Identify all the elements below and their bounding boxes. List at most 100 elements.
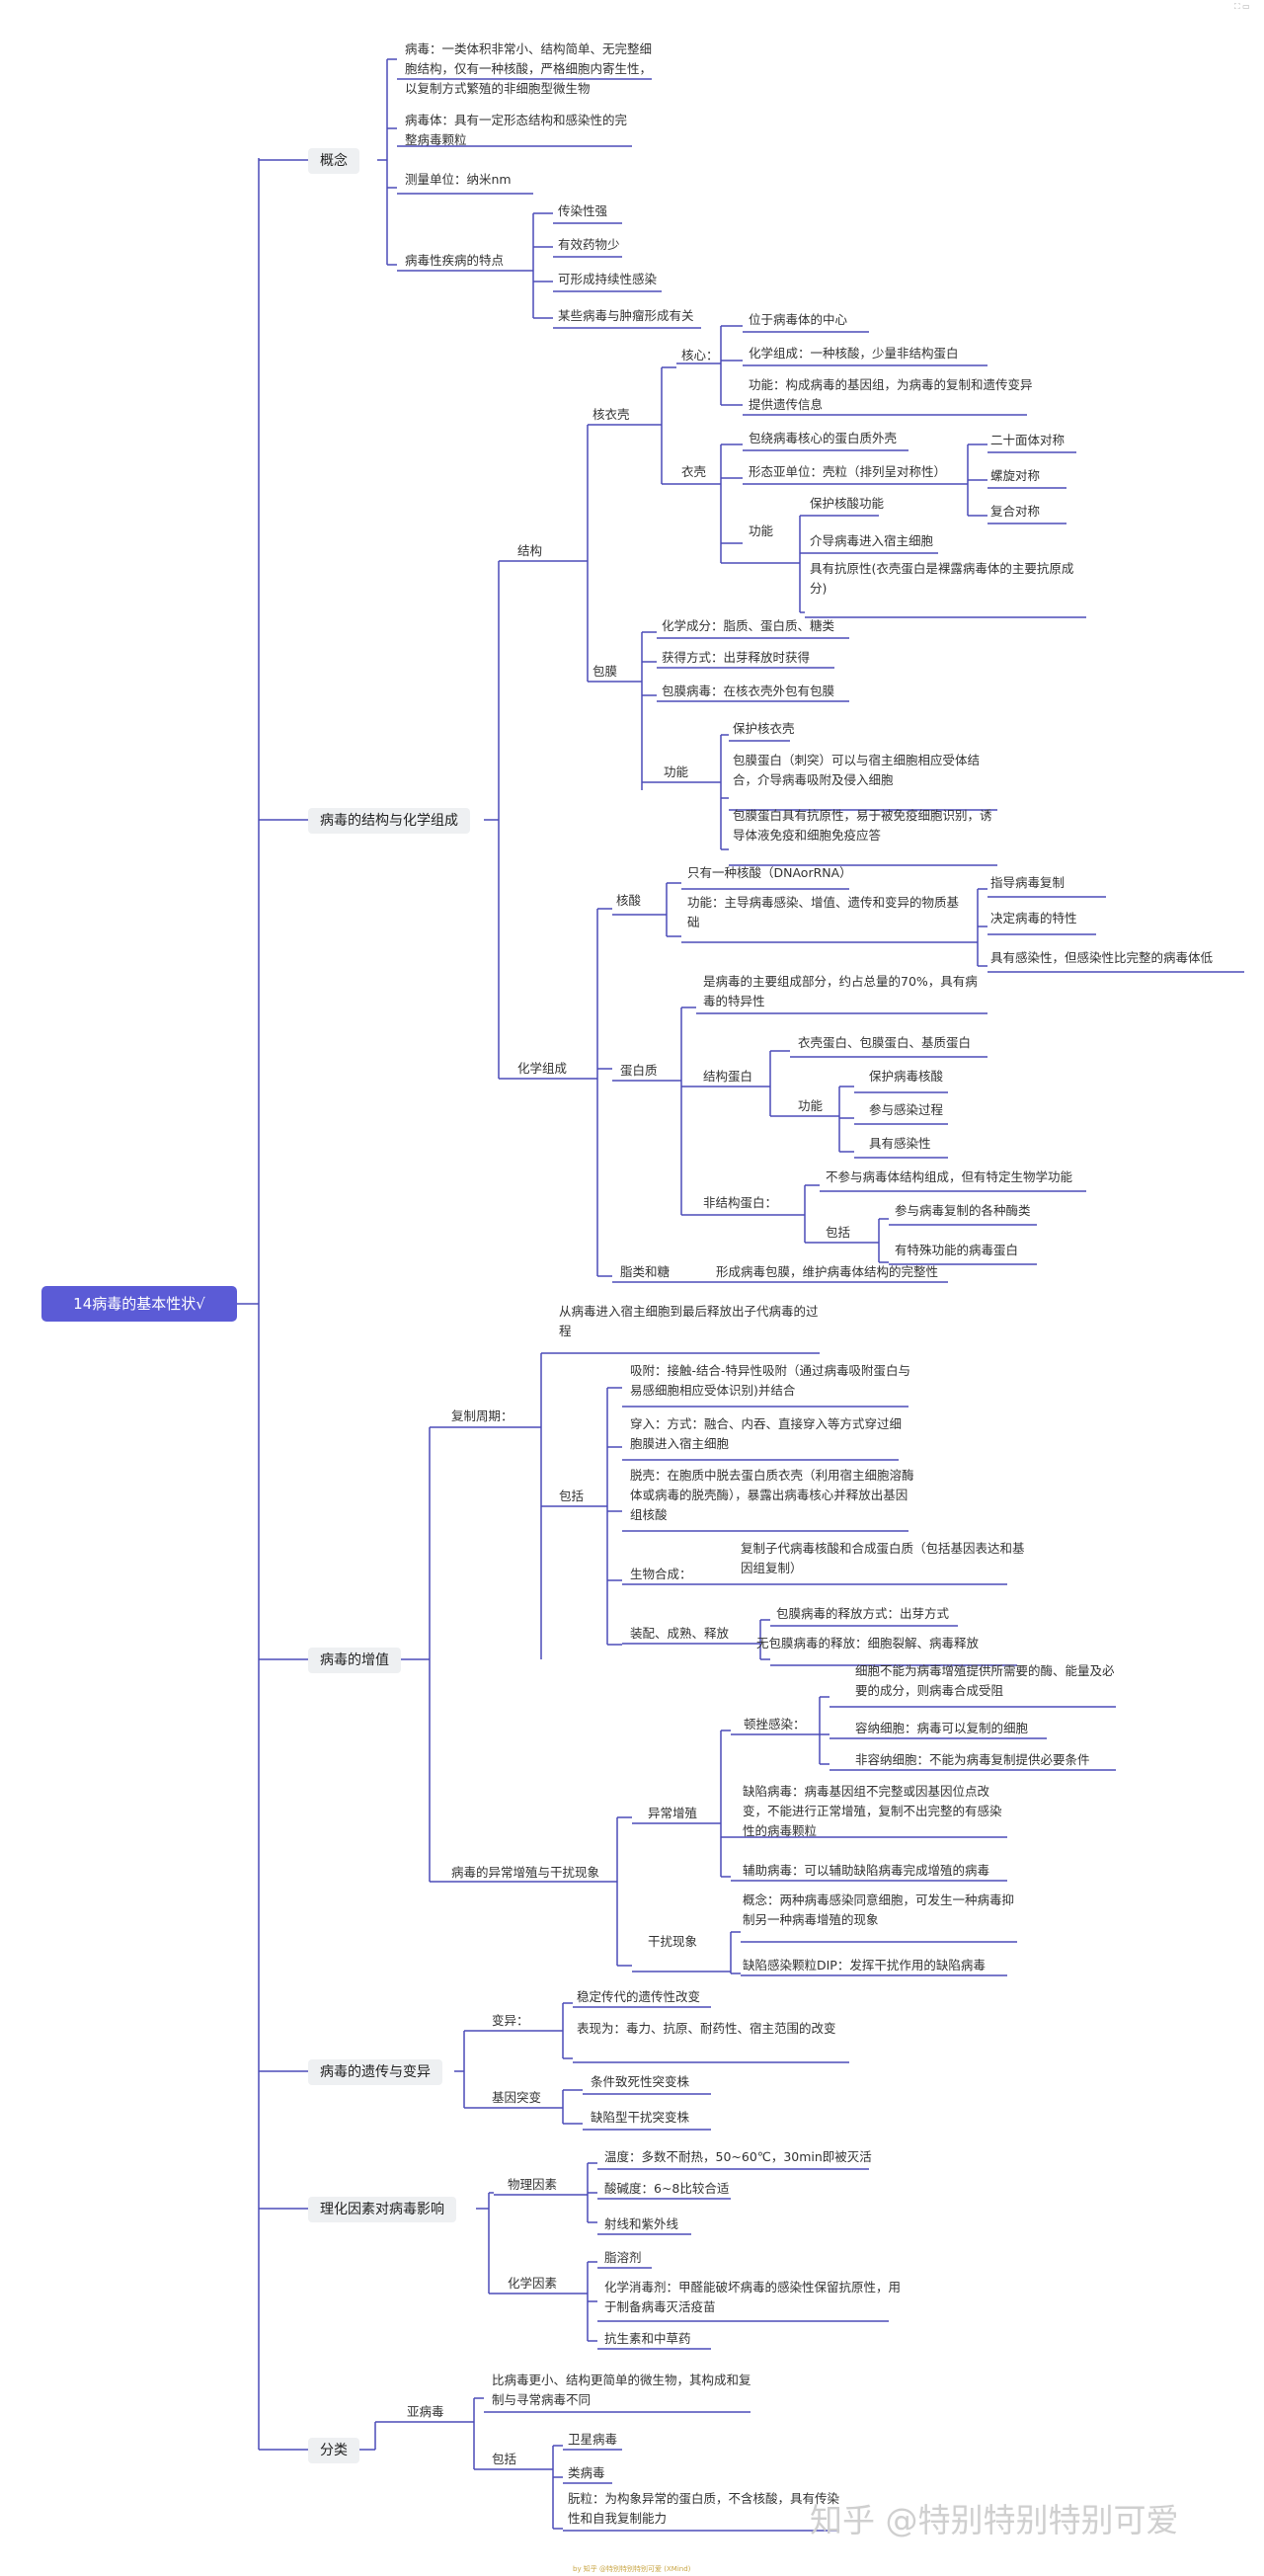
node-sym2[interactable]: 螺旋对称 xyxy=(990,468,1041,483)
node-naf1[interactable]: 指导病毒复制 xyxy=(990,875,1066,890)
node-env2[interactable]: 获得方式：出芽释放时获得 xyxy=(662,650,811,665)
node-abnormal-interference[interactable]: 病毒的异常增殖与干扰现象 xyxy=(451,1865,600,1880)
node-prion[interactable]: 朊粒：为构象异常的蛋白质，不含核酸，具有传染性和自我复制能力 xyxy=(568,2491,840,2526)
node-naf3[interactable]: 具有感染性，但感染性比完整的病毒体低 xyxy=(990,950,1214,965)
branch-replication[interactable]: 病毒的增值 xyxy=(308,1648,401,1673)
node-chemical-factors[interactable]: 化学因素 xyxy=(508,2276,558,2291)
node-ph1[interactable]: 温度：多数不耐热，50~60℃，30min即被灭活 xyxy=(604,2149,872,2164)
node-np1[interactable]: 容纳细胞：病毒可以复制的细胞 xyxy=(855,1721,1029,1735)
node-ef1[interactable]: 保护核衣壳 xyxy=(733,721,795,736)
node-d4[interactable]: 某些病毒与肿瘤形成有关 xyxy=(558,308,694,323)
node-nucleocapsid[interactable]: 核衣壳 xyxy=(592,407,630,422)
node-capsid[interactable]: 衣壳 xyxy=(681,464,707,479)
node-core2[interactable]: 化学组成：一种核酸，少量非结构蛋白 xyxy=(749,346,959,361)
node-ef3[interactable]: 包膜蛋白具有抗原性，易于被免疫细胞识别，诱导体液免疫和细胞免疫应答 xyxy=(733,808,992,843)
node-replication-cycle[interactable]: 复制周期： xyxy=(451,1409,514,1423)
branch-classification[interactable]: 分类 xyxy=(308,2438,359,2463)
node-step-penetration[interactable]: 穿入：方式：融合、内吞、直接穿入等方式穿过细胞膜进入宿主细胞 xyxy=(630,1416,903,1451)
node-lipid-sugar[interactable]: 脂类和糖 xyxy=(620,1264,671,1279)
node-naf2[interactable]: 决定病毒的特性 xyxy=(990,911,1077,926)
node-na2[interactable]: 功能：主导病毒感染、增值、遗传和变异的物质基础 xyxy=(687,895,960,929)
node-variation[interactable]: 变异： xyxy=(492,2013,529,2028)
node-sym1[interactable]: 二十面体对称 xyxy=(990,433,1066,447)
node-interference[interactable]: 干扰现象 xyxy=(648,1934,698,1949)
node-cf2[interactable]: 介导病毒进入宿主细胞 xyxy=(810,533,934,548)
node-cf1[interactable]: 保护核酸功能 xyxy=(810,496,885,511)
node-ch3[interactable]: 抗生素和中草药 xyxy=(604,2331,691,2346)
node-cycle-include[interactable]: 包括 xyxy=(559,1489,585,1503)
node-s5b[interactable]: 无包膜病毒的释放：细胞裂解、病毒释放 xyxy=(756,1636,980,1650)
node-envelope-function[interactable]: 功能 xyxy=(664,765,689,779)
branch-structure-chemistry[interactable]: 病毒的结构与化学组成 xyxy=(308,808,470,834)
node-subviral[interactable]: 亚病毒 xyxy=(407,2404,444,2419)
node-virus-definition[interactable]: 病毒：一类体积非常小、结构简单、无完整细胞结构，仅有一种核酸，严格细胞内寄生性，… xyxy=(405,41,653,96)
node-subviral-include[interactable]: 包括 xyxy=(492,2452,517,2466)
node-defective-virus[interactable]: 缺陷病毒：病毒基因组不完整或因基因位点改变，不能进行正常增殖，复制不出完整的有感… xyxy=(743,1784,1002,1838)
node-np0[interactable]: 细胞不能为病毒增殖提供所需要的酶、能量及必要的成分，则病毒合成受阻 xyxy=(855,1663,1115,1698)
node-physical-factors[interactable]: 物理因素 xyxy=(508,2177,558,2192)
node-cap1[interactable]: 包绕病毒核心的蛋白质外壳 xyxy=(749,431,898,445)
node-structure[interactable]: 结构 xyxy=(517,543,543,558)
node-if2[interactable]: 缺陷感染颗粒DIP：发挥干扰作用的缺陷病毒 xyxy=(743,1958,986,1972)
node-abnormal-replication[interactable]: 异常增殖 xyxy=(648,1806,698,1820)
node-nucleic-acid[interactable]: 核酸 xyxy=(616,893,642,908)
node-nsp1[interactable]: 不参与病毒体结构组成，但有特定生物学功能 xyxy=(826,1169,1073,1184)
node-chemical-composition[interactable]: 化学组成 xyxy=(517,1061,568,1076)
node-spf2[interactable]: 参与感染过程 xyxy=(869,1102,944,1117)
node-nonpermissive[interactable]: 顿挫感染： xyxy=(744,1717,806,1731)
node-core1[interactable]: 位于病毒体的中心 xyxy=(749,312,848,327)
node-satellite-virus[interactable]: 卫星病毒 xyxy=(568,2432,618,2447)
node-core[interactable]: 核心： xyxy=(681,348,719,362)
node-cycle-definition[interactable]: 从病毒进入宿主细胞到最后释放出子代病毒的过程 xyxy=(559,1304,819,1338)
node-ch2[interactable]: 化学消毒剂：甲醛能破坏病毒的感染性保留抗原性，用于制备病毒灭活疫苗 xyxy=(604,2280,902,2314)
node-capsid-function[interactable]: 功能 xyxy=(749,523,774,538)
branch-concept[interactable]: 概念 xyxy=(308,148,359,174)
node-step-uncoating[interactable]: 脱壳：在胞质中脱去蛋白质衣壳（利用宿主细胞溶酶体或病毒的脱壳酶），暴露出病毒核心… xyxy=(630,1468,914,1522)
node-nsp-include[interactable]: 包括 xyxy=(826,1225,851,1240)
node-d1[interactable]: 传染性强 xyxy=(558,203,608,218)
node-helper-virus[interactable]: 辅助病毒：可以辅助缺陷病毒完成增殖的病毒 xyxy=(743,1863,990,1878)
branch-genetics-variation[interactable]: 病毒的遗传与变异 xyxy=(308,2059,442,2085)
node-protein[interactable]: 蛋白质 xyxy=(620,1063,658,1078)
node-measure-unit[interactable]: 测量单位：纳米nm xyxy=(405,172,512,187)
node-if1[interactable]: 概念：两种病毒感染同意细胞，可发生一种病毒抑制另一种病毒增殖的现象 xyxy=(743,1892,1015,1927)
node-d3[interactable]: 可形成持续性感染 xyxy=(558,272,658,286)
node-structural-protein[interactable]: 结构蛋白 xyxy=(703,1069,753,1084)
node-mut1[interactable]: 条件致死性突变株 xyxy=(591,2074,690,2089)
node-sp1[interactable]: 衣壳蛋白、包膜蛋白、基质蛋白 xyxy=(798,1035,972,1050)
node-step-assembly[interactable]: 装配、成熟、释放 xyxy=(630,1626,730,1641)
node-s5a[interactable]: 包膜病毒的释放方式：出芽方式 xyxy=(776,1606,950,1621)
node-viroid[interactable]: 类病毒 xyxy=(568,2465,605,2480)
node-nonstructural-protein[interactable]: 非结构蛋白： xyxy=(703,1195,778,1210)
node-cf3[interactable]: 具有抗原性(衣壳蛋白是裸露病毒体的主要抗原成分) xyxy=(810,561,1074,596)
branch-physical-chemical[interactable]: 理化因素对病毒影响 xyxy=(308,2197,456,2222)
node-nspi1[interactable]: 参与病毒复制的各种酶类 xyxy=(895,1203,1031,1218)
node-d2[interactable]: 有效药物少 xyxy=(558,237,620,252)
node-spf3[interactable]: 具有感染性 xyxy=(869,1136,931,1151)
node-envelope[interactable]: 包膜 xyxy=(592,664,618,679)
node-na1[interactable]: 只有一种核酸（DNAorRNA） xyxy=(687,865,852,880)
node-virion-definition[interactable]: 病毒体：具有一定形态结构和感染性的完整病毒颗粒 xyxy=(405,113,628,147)
node-cap2[interactable]: 形态亚单位：壳粒（排列呈对称性） xyxy=(749,464,947,479)
node-viral-disease-features[interactable]: 病毒性疾病的特点 xyxy=(405,253,505,268)
node-ph2[interactable]: 酸碱度：6~8比较合适 xyxy=(604,2181,730,2196)
node-sub1[interactable]: 比病毒更小、结构更简单的微生物，其构成和复制与寻常病毒不同 xyxy=(492,2373,751,2407)
node-step-adsorption[interactable]: 吸附：接触-结合-特异性吸附（通过病毒吸附蛋白与易感细胞相应受体识别)并结合 xyxy=(630,1363,911,1398)
node-nspi2[interactable]: 有特殊功能的病毒蛋白 xyxy=(895,1243,1019,1257)
node-step-biosynthesis[interactable]: 生物合成： xyxy=(630,1567,692,1581)
node-env1[interactable]: 化学成分：脂质、蛋白质、糖类 xyxy=(662,618,835,633)
node-gene-mutation[interactable]: 基因突变 xyxy=(492,2090,542,2105)
node-ef2[interactable]: 包膜蛋白（刺突）可以与宿主细胞相应受体结合，介导病毒吸附及侵入细胞 xyxy=(733,753,981,787)
node-sp-function[interactable]: 功能 xyxy=(798,1098,824,1113)
node-var1[interactable]: 稳定传代的遗传性改变 xyxy=(577,1989,701,2004)
node-sym3[interactable]: 复合对称 xyxy=(990,504,1041,519)
node-lipid1[interactable]: 形成病毒包膜，维护病毒体结构的完整性 xyxy=(716,1264,939,1279)
node-mut2[interactable]: 缺陷型干扰突变株 xyxy=(591,2110,690,2125)
node-ph3[interactable]: 射线和紫外线 xyxy=(604,2216,679,2231)
node-spf1[interactable]: 保护病毒核酸 xyxy=(869,1069,944,1084)
node-core3[interactable]: 功能：构成病毒的基因组，为病毒的复制和遗传变异提供遗传信息 xyxy=(749,377,1033,412)
node-var2[interactable]: 表现为：毒力、抗原、耐药性、宿主范围的改变 xyxy=(577,2021,836,2036)
node-ch1[interactable]: 脂溶剂 xyxy=(604,2250,642,2265)
window-controls[interactable]: ⛶ ▭ xyxy=(1234,2,1250,11)
node-np2[interactable]: 非容纳细胞：不能为病毒复制提供必要条件 xyxy=(855,1752,1090,1767)
